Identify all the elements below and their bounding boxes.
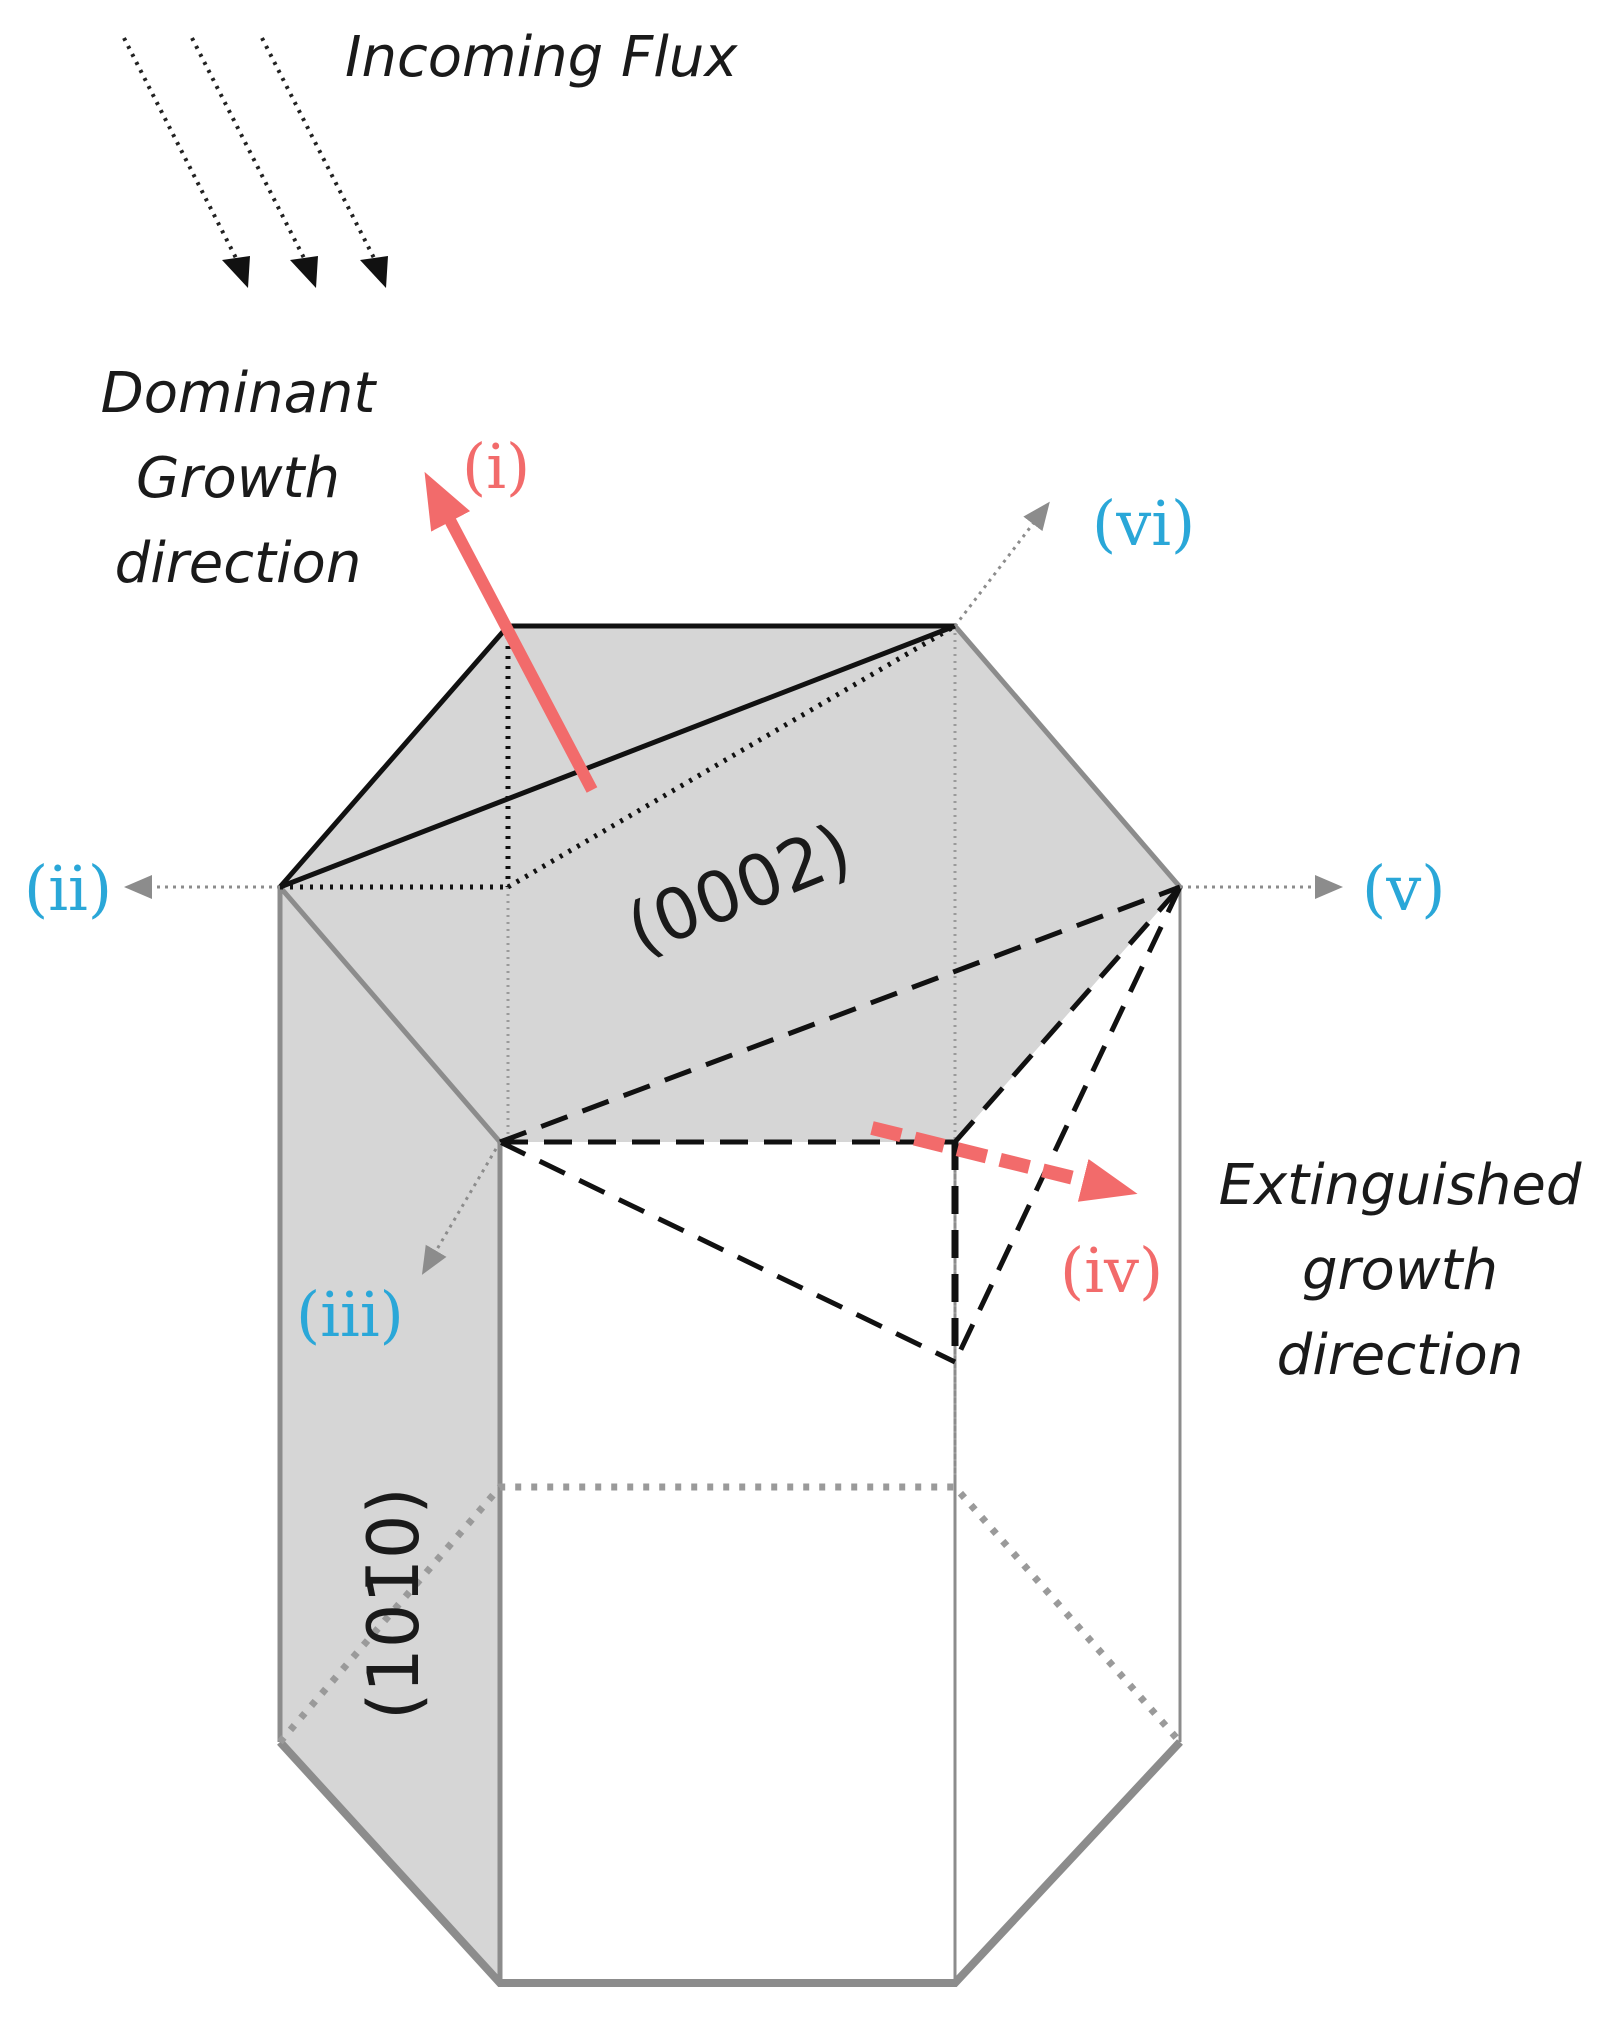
incoming-flux-label: Incoming Flux <box>345 25 738 90</box>
arrow-iii <box>421 1141 502 1275</box>
top-facet-dotted <box>280 623 957 890</box>
incoming-flux-arrows <box>122 37 388 288</box>
direction-ii-label: (ii) <box>24 852 112 925</box>
edge-top-right-diag <box>953 624 1182 889</box>
direction-i-label: (i) <box>462 430 530 503</box>
red-arrows <box>424 471 1138 1202</box>
bottom-hidden-edges <box>277 1483 1183 1745</box>
flux-arrow-3 <box>260 37 378 263</box>
extinguished-line-3: direction <box>1277 1323 1524 1388</box>
arrow-vi <box>953 501 1050 627</box>
dashed-long <box>499 884 1181 1145</box>
dominant-growth-arrow <box>424 471 598 793</box>
dominant-line-2: Growth <box>136 446 340 511</box>
top-edge-left <box>278 624 510 889</box>
extinguished-growth-label: Extinguished growth direction <box>1219 1153 1582 1388</box>
hidden-edges <box>506 626 957 1480</box>
flux-arrow-1 <box>122 37 240 263</box>
top-edge-diagonal <box>279 623 956 890</box>
shaded-faces <box>280 626 1180 1983</box>
flux-arrowhead-1 <box>222 256 250 288</box>
prism-face-left <box>280 887 500 1983</box>
dashed-inner <box>953 885 1182 1144</box>
extinguished-facet-edges <box>498 884 1183 1365</box>
direction-vi-label: (vi) <box>1092 487 1195 560</box>
direction-v-label: (v) <box>1362 852 1445 925</box>
dotted-diagonal <box>506 623 957 890</box>
bottom-back-edges <box>277 1483 1183 1745</box>
direction-iv-label: (iv) <box>1060 1234 1163 1307</box>
direction-iii-label: (iii) <box>296 1278 404 1351</box>
dominant-line-1: Dominant <box>101 361 378 426</box>
bottom-outline <box>277 1739 1183 1987</box>
flux-arrowhead-3 <box>360 256 388 288</box>
edge-top-left-diag <box>278 885 502 1144</box>
gray-direction-arrows <box>124 501 1343 1275</box>
dashed-down-left <box>498 1139 957 1365</box>
dominant-line-3: direction <box>115 531 362 596</box>
prism-plane-label: (101̄0) <box>353 1487 435 1720</box>
extinguished-line-2: growth <box>1302 1238 1498 1303</box>
flux-arrowhead-2 <box>290 256 318 288</box>
crystal-outline <box>277 624 1183 1987</box>
extinguished-line-1: Extinguished <box>1219 1153 1582 1218</box>
dominant-growth-label: Dominant Growth direction <box>101 361 378 596</box>
flux-arrow-2 <box>190 37 308 263</box>
top-facet-edges <box>278 623 956 890</box>
